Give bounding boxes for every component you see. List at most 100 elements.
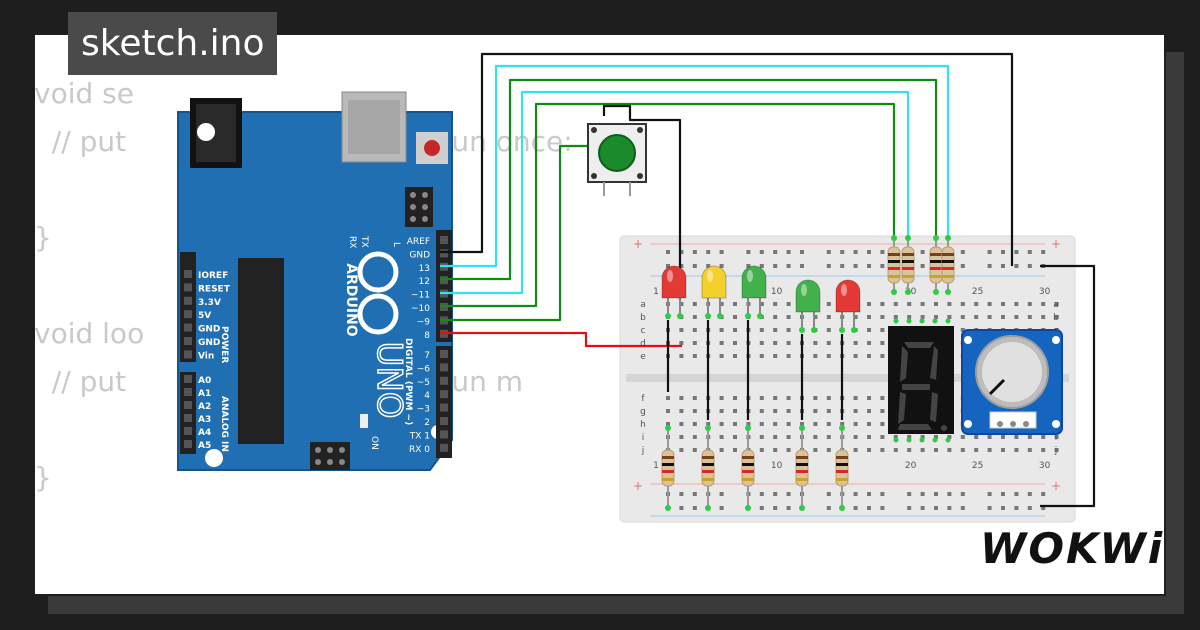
- bb-hole[interactable]: [666, 396, 670, 400]
- resistor[interactable]: [901, 235, 915, 295]
- bb-hole[interactable]: [960, 328, 965, 332]
- bb-hole[interactable]: [867, 315, 871, 319]
- bb-hole[interactable]: [1041, 302, 1046, 306]
- bb-hole[interactable]: [920, 435, 925, 439]
- led-green[interactable]: [741, 265, 767, 319]
- bb-hole[interactable]: [826, 435, 831, 439]
- bb-hole[interactable]: [867, 328, 871, 332]
- bb-rail-hole[interactable]: [987, 506, 992, 510]
- bb-rail-hole[interactable]: [880, 492, 885, 496]
- bb-hole[interactable]: [692, 409, 697, 413]
- pin-hole[interactable]: [184, 401, 192, 409]
- bb-rail-hole[interactable]: [947, 492, 952, 496]
- bb-hole[interactable]: [813, 409, 818, 413]
- bb-rail-hole[interactable]: [920, 250, 925, 254]
- bb-hole[interactable]: [759, 422, 764, 426]
- bb-rail-hole[interactable]: [719, 250, 724, 254]
- bb-hole[interactable]: [1027, 448, 1032, 452]
- bb-hole[interactable]: [826, 409, 831, 413]
- wire-button-gnd[interactable]: [602, 104, 682, 300]
- bb-hole[interactable]: [853, 341, 858, 345]
- wire-10[interactable]: [440, 102, 896, 308]
- bb-rail-hole[interactable]: [773, 264, 778, 268]
- pin-hole[interactable]: [440, 376, 448, 385]
- bb-hole[interactable]: [880, 315, 885, 319]
- pin-hole[interactable]: [184, 427, 192, 435]
- bb-hole[interactable]: [773, 396, 778, 400]
- bb-hole[interactable]: [773, 328, 778, 332]
- bb-rail-hole[interactable]: [786, 250, 791, 254]
- bb-hole[interactable]: [786, 396, 791, 400]
- bb-hole[interactable]: [1041, 448, 1046, 452]
- bb-hole[interactable]: [853, 422, 858, 426]
- pin-hole[interactable]: [184, 350, 192, 359]
- bb-hole[interactable]: [867, 302, 871, 306]
- bb-hole[interactable]: [773, 422, 778, 426]
- seven-segment-display[interactable]: [888, 318, 954, 443]
- bb-hole[interactable]: [826, 422, 831, 426]
- bb-hole[interactable]: [719, 435, 724, 439]
- bb-rail-hole[interactable]: [867, 506, 871, 510]
- bb-hole[interactable]: [813, 315, 818, 319]
- bb-rail-hole[interactable]: [773, 506, 778, 510]
- bb-hole[interactable]: [1014, 302, 1019, 306]
- bb-hole[interactable]: [880, 435, 885, 439]
- bb-hole[interactable]: [853, 409, 858, 413]
- bb-hole[interactable]: [786, 354, 791, 358]
- bb-rail-hole[interactable]: [840, 264, 845, 268]
- bb-rail-hole[interactable]: [920, 506, 925, 510]
- resistor[interactable]: [661, 425, 675, 511]
- bb-rail-hole[interactable]: [920, 492, 925, 496]
- bb-hole[interactable]: [679, 409, 684, 413]
- bb-rail-hole[interactable]: [786, 506, 791, 510]
- bb-hole[interactable]: [733, 422, 737, 426]
- bb-hole[interactable]: [692, 315, 697, 319]
- bb-rail-hole[interactable]: [934, 506, 938, 510]
- pin-hole[interactable]: [184, 310, 192, 319]
- pin-hole[interactable]: [440, 363, 448, 372]
- bb-rail-hole[interactable]: [934, 492, 938, 496]
- bb-hole[interactable]: [947, 435, 952, 439]
- bb-hole[interactable]: [692, 448, 697, 452]
- bb-rail-hole[interactable]: [920, 264, 925, 268]
- bb-hole[interactable]: [987, 435, 992, 439]
- bb-hole[interactable]: [719, 354, 724, 358]
- bb-hole[interactable]: [947, 315, 952, 319]
- bb-hole[interactable]: [719, 341, 724, 345]
- bb-hole[interactable]: [759, 409, 764, 413]
- bb-rail-hole[interactable]: [1027, 264, 1032, 268]
- bb-rail-hole[interactable]: [907, 506, 912, 510]
- bb-hole[interactable]: [719, 396, 724, 400]
- bb-hole[interactable]: [1027, 302, 1032, 306]
- bb-rail-hole[interactable]: [759, 506, 764, 510]
- bb-rail-hole[interactable]: [679, 250, 684, 254]
- bb-hole[interactable]: [853, 396, 858, 400]
- bb-hole[interactable]: [1014, 435, 1019, 439]
- bb-hole[interactable]: [987, 315, 992, 319]
- bb-hole[interactable]: [719, 448, 724, 452]
- pin-hole[interactable]: [184, 270, 192, 278]
- pin-hole[interactable]: [184, 323, 192, 332]
- bb-hole[interactable]: [826, 315, 831, 319]
- bb-rail-hole[interactable]: [960, 264, 965, 268]
- wire-gnd[interactable]: [440, 52, 1014, 266]
- bb-hole[interactable]: [733, 354, 737, 358]
- wires[interactable]: [440, 52, 1096, 508]
- bb-rail-hole[interactable]: [1041, 250, 1046, 254]
- pin-hole[interactable]: [440, 350, 448, 358]
- bb-hole[interactable]: [813, 435, 818, 439]
- bb-hole[interactable]: [692, 354, 697, 358]
- bb-hole[interactable]: [1054, 315, 1059, 319]
- bb-hole[interactable]: [1041, 315, 1046, 319]
- bb-rail-hole[interactable]: [1027, 492, 1032, 496]
- leds[interactable]: [661, 265, 861, 333]
- led-green[interactable]: [795, 279, 821, 333]
- pin-hole[interactable]: [440, 417, 448, 425]
- led-red[interactable]: [661, 265, 687, 319]
- bb-rail-hole[interactable]: [719, 492, 724, 496]
- bb-hole[interactable]: [880, 409, 885, 413]
- bb-rail-hole[interactable]: [719, 506, 724, 510]
- bb-hole[interactable]: [934, 448, 938, 452]
- bb-hole[interactable]: [786, 448, 791, 452]
- bb-hole[interactable]: [840, 422, 845, 426]
